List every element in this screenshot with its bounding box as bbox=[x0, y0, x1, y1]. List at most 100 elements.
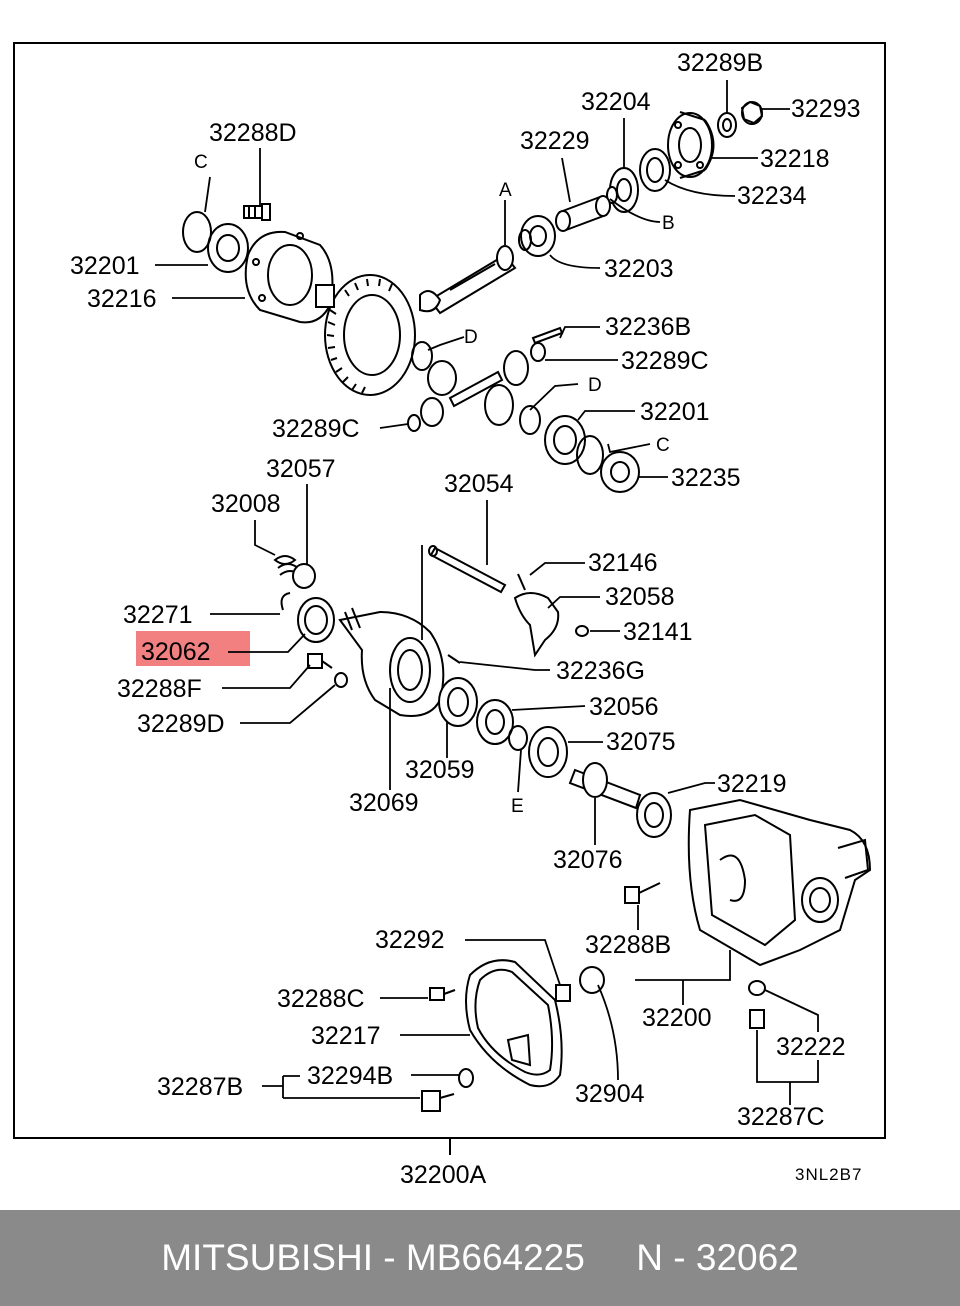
drive-flange-32218 bbox=[667, 111, 715, 179]
label-32904[interactable]: 32904 bbox=[575, 1080, 645, 1108]
carrier-housing-32200 bbox=[687, 798, 872, 967]
label-32236B[interactable]: 32236B bbox=[605, 313, 691, 341]
ring-gear bbox=[324, 274, 416, 396]
oil-seal-32219 bbox=[636, 792, 672, 838]
label-32056[interactable]: 32056 bbox=[589, 693, 659, 721]
exploded-parts-diagram: 32289B 32204 32293 32288D 32229 32218 32… bbox=[13, 42, 886, 1189]
label-32271[interactable]: 32271 bbox=[123, 601, 193, 629]
bearing-32075 bbox=[528, 726, 568, 778]
snap-ring-32271 bbox=[280, 592, 291, 611]
part-drawings bbox=[182, 100, 872, 1112]
label-32292[interactable]: 32292 bbox=[375, 926, 445, 954]
transfer-case-32069 bbox=[338, 607, 445, 717]
spacer-32229 bbox=[555, 195, 611, 232]
bolt-32288C bbox=[429, 987, 456, 1001]
label-32054[interactable]: 32054 bbox=[444, 470, 514, 498]
label-32069[interactable]: 32069 bbox=[349, 789, 419, 817]
bolt-32288F bbox=[307, 653, 333, 669]
label-32289C-lower[interactable]: 32289C bbox=[272, 415, 360, 443]
ref-letter-d-upper: D bbox=[464, 327, 478, 348]
label-32146[interactable]: 32146 bbox=[588, 549, 658, 577]
ref-letter-c-upper: C bbox=[194, 152, 208, 173]
footer-part-number: MB664225 bbox=[405, 1237, 585, 1278]
plug-32292 bbox=[555, 984, 571, 1002]
label-32216[interactable]: 32216 bbox=[87, 285, 157, 313]
label-32201-lower[interactable]: 32201 bbox=[640, 398, 710, 426]
label-32076[interactable]: 32076 bbox=[553, 846, 623, 874]
drive-pinion-shaft bbox=[419, 245, 517, 315]
snap-ring-e bbox=[508, 725, 528, 751]
washer-32289D bbox=[334, 672, 348, 688]
label-32289B[interactable]: 32289B bbox=[677, 49, 763, 77]
label-32288F[interactable]: 32288F bbox=[117, 675, 202, 703]
side-bearing-32201a bbox=[207, 223, 249, 273]
label-32236G[interactable]: 32236G bbox=[556, 657, 645, 685]
shaft-32076 bbox=[568, 762, 642, 810]
label-32293[interactable]: 32293 bbox=[791, 95, 861, 123]
leader-lines bbox=[155, 80, 819, 1105]
pin-32236G bbox=[447, 654, 461, 664]
footer-gap bbox=[585, 1237, 636, 1279]
pin-32146 bbox=[517, 573, 526, 591]
footer-brand: MITSUBISHI bbox=[161, 1237, 373, 1278]
label-32294B[interactable]: 32294B bbox=[307, 1062, 393, 1090]
diff-pinion-gears bbox=[407, 326, 564, 435]
label-32289C-upper[interactable]: 32289C bbox=[621, 347, 709, 375]
label-32219[interactable]: 32219 bbox=[717, 770, 787, 798]
washer-32294B bbox=[458, 1068, 474, 1088]
spring-32008 bbox=[273, 555, 316, 589]
label-32008[interactable]: 32008 bbox=[211, 490, 281, 518]
footer-separator-1: - bbox=[372, 1237, 406, 1278]
label-32217[interactable]: 32217 bbox=[311, 1022, 381, 1050]
ref-letter-c-lower: C bbox=[656, 435, 670, 456]
label-32057[interactable]: 32057 bbox=[266, 455, 336, 483]
bolt-32287B bbox=[421, 1090, 455, 1112]
nut-32293 bbox=[740, 100, 764, 125]
label-32289D[interactable]: 32289D bbox=[137, 710, 225, 738]
bolt-32288B bbox=[624, 882, 661, 904]
label-32234[interactable]: 32234 bbox=[737, 182, 807, 210]
label-32229[interactable]: 32229 bbox=[520, 127, 590, 155]
washer-32289B bbox=[717, 112, 737, 138]
label-32235[interactable]: 32235 bbox=[671, 464, 741, 492]
label-32058[interactable]: 32058 bbox=[605, 583, 675, 611]
label-32288B[interactable]: 32288B bbox=[585, 931, 671, 959]
oil-seal-32062 bbox=[297, 597, 335, 643]
differential-case-32216 bbox=[244, 230, 335, 324]
bearing-32204 bbox=[606, 167, 639, 213]
ref-letter-d-lower: D bbox=[588, 375, 602, 396]
label-32204[interactable]: 32204 bbox=[581, 88, 651, 116]
rear-cover-32217 bbox=[465, 959, 563, 1088]
label-32287B[interactable]: 32287B bbox=[157, 1073, 243, 1101]
bearing-32203 bbox=[518, 215, 556, 257]
label-32075[interactable]: 32075 bbox=[606, 728, 676, 756]
label-32141[interactable]: 32141 bbox=[623, 618, 693, 646]
label-32288D[interactable]: 32288D bbox=[209, 119, 297, 147]
ring-32141 bbox=[575, 625, 589, 637]
footer-position-prefix: N bbox=[636, 1237, 663, 1278]
footer-position-number: 32062 bbox=[695, 1237, 799, 1278]
side-bearing-32201b bbox=[544, 415, 640, 493]
label-32062-highlighted[interactable]: 32062 bbox=[141, 638, 211, 666]
label-32201-upper[interactable]: 32201 bbox=[70, 252, 140, 280]
label-32059[interactable]: 32059 bbox=[405, 756, 475, 784]
stud-32287C bbox=[749, 1009, 765, 1029]
label-32200[interactable]: 32200 bbox=[642, 1004, 712, 1032]
label-32288C[interactable]: 32288C bbox=[277, 985, 365, 1013]
snap-ring-c1 bbox=[182, 211, 212, 253]
label-32287C[interactable]: 32287C bbox=[737, 1103, 825, 1131]
label-32203[interactable]: 32203 bbox=[604, 255, 674, 283]
label-32218[interactable]: 32218 bbox=[760, 145, 830, 173]
label-32222[interactable]: 32222 bbox=[776, 1033, 846, 1061]
highlight-box[interactable] bbox=[136, 631, 250, 666]
gear-32056 bbox=[476, 699, 514, 745]
assembly-label[interactable]: 32200A bbox=[400, 1161, 487, 1189]
bolt-32288D bbox=[243, 203, 271, 221]
bearing-32234 bbox=[639, 148, 671, 192]
ref-letter-e: E bbox=[511, 796, 524, 817]
diagram-code: 3NL2B7 bbox=[795, 1165, 862, 1184]
ref-letter-b: B bbox=[662, 213, 675, 234]
nut-32222 bbox=[748, 980, 766, 996]
shift-fork-32058 bbox=[513, 592, 560, 658]
part-info-footer: MITSUBISHI - MB664225 N - 32062 bbox=[0, 1210, 960, 1306]
